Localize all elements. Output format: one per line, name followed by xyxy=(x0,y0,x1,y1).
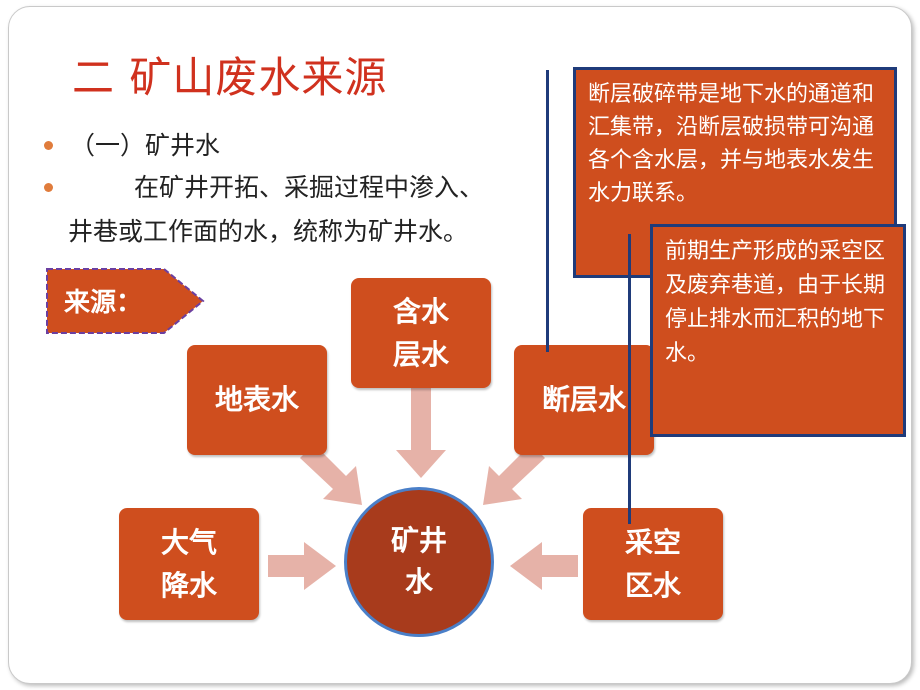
goaf-note-callout: 前期生产形成的采空区及废弃巷道，由于长期停止排水而汇积的地下水。 xyxy=(650,224,906,437)
bullet-definition-cont: 井巷或工作面的水，统称为矿井水。 xyxy=(68,217,469,246)
center-line2: 水 xyxy=(404,565,433,598)
fault-note-text: 断层破碎带是地下水的通道和汇集带，沿断层破损带可沟通各个含水层，并与地表水发生水… xyxy=(588,82,875,206)
center-line1: 矿井 xyxy=(390,524,447,558)
bullet-mine-water: （一）矿井水 xyxy=(70,131,221,160)
bullet-dot xyxy=(44,141,53,150)
source-aquifer-line1: 含水 xyxy=(392,294,449,328)
mine-water-center: 矿井 水 xyxy=(344,487,494,637)
source-goaf-line2: 区水 xyxy=(624,569,681,602)
source-fault-label: 断层水 xyxy=(541,383,626,417)
slide-title: 二 矿山废水来源 xyxy=(72,53,388,102)
source-rain-line2: 降水 xyxy=(160,569,217,602)
goaf-note-text: 前期生产形成的采空区及废弃巷道，由于长期停止排水而汇积的地下水。 xyxy=(665,239,886,367)
source-fault-water: 断层水 xyxy=(514,345,654,455)
source-tag-shape xyxy=(46,268,205,334)
arrow-rain xyxy=(268,542,336,590)
fault-callout-line xyxy=(546,70,549,352)
source-surface-label: 地表水 xyxy=(214,383,299,417)
source-surface-water: 地表水 xyxy=(187,345,327,455)
bullet-definition: 在矿井开拓、采掘过程中渗入、 xyxy=(134,173,485,202)
source-label: 来源： xyxy=(64,288,143,318)
source-aquifer-water: 含水 层水 xyxy=(351,278,491,388)
source-rain-water: 大气 降水 xyxy=(119,508,259,620)
source-rain-line1: 大气 xyxy=(160,525,217,559)
source-goaf-line1: 采空 xyxy=(624,525,681,559)
arrow-surface xyxy=(300,444,362,505)
arrow-aquifer xyxy=(396,388,446,478)
source-goaf-water: 采空 区水 xyxy=(583,508,723,620)
goaf-callout-line xyxy=(628,234,631,524)
bullet-dot xyxy=(44,183,53,192)
arrow-goaf xyxy=(510,542,578,590)
arrow-fault xyxy=(483,444,545,505)
source-tag: 来源： xyxy=(46,268,205,334)
source-aquifer-line2: 层水 xyxy=(392,338,449,371)
